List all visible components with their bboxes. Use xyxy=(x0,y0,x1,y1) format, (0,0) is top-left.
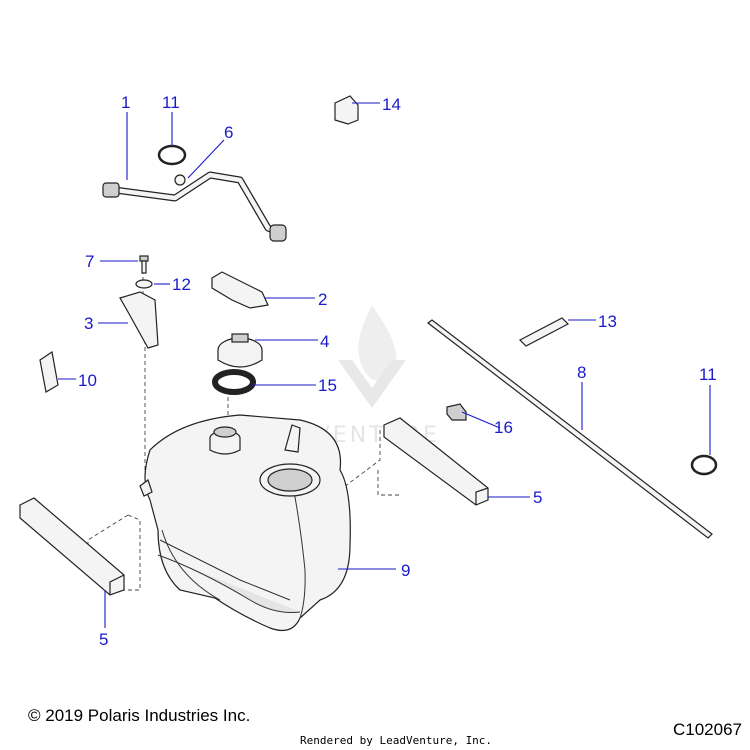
callout-9: 9 xyxy=(401,561,410,580)
rendered-by-text: Rendered by LeadVenture, Inc. xyxy=(300,734,493,747)
copyright-text: © 2019 Polaris Industries Inc. xyxy=(28,706,251,725)
part-fuel-cap-4 xyxy=(217,333,263,368)
callout-4: 4 xyxy=(320,332,329,351)
part-foam-5-left xyxy=(19,497,125,596)
callout-3: 3 xyxy=(84,314,93,333)
part-seal-ring-15 xyxy=(212,369,256,395)
callout-7: 7 xyxy=(85,252,94,271)
callout-10: 10 xyxy=(78,371,97,390)
diagram-id: C102067 xyxy=(672,720,742,739)
callout-16: 16 xyxy=(494,418,513,437)
callout-14: 14 xyxy=(382,95,401,114)
part-pad-13 xyxy=(518,317,570,347)
part-rod-8 xyxy=(427,319,713,539)
part-bolt-7 xyxy=(139,255,149,274)
part-pad-10 xyxy=(39,350,59,393)
v-logo-icon xyxy=(338,360,406,408)
part-clip-16 xyxy=(446,403,467,421)
callouts: 1 11 6 14 7 12 2 3 4 13 10 15 8 11 16 5 … xyxy=(78,93,717,649)
part-fuel-line xyxy=(102,171,287,242)
part-foam-5-right xyxy=(383,417,489,506)
callout-2: 2 xyxy=(318,290,327,309)
part-washer-12 xyxy=(135,279,153,289)
callout-5: 5 xyxy=(533,488,542,507)
callout-11: 11 xyxy=(162,93,180,112)
callout-1: 1 xyxy=(121,93,130,112)
callout-11: 11 xyxy=(699,365,717,384)
callout-15: 15 xyxy=(318,376,337,395)
part-clamp-11b xyxy=(690,454,718,476)
leader-lines xyxy=(58,102,711,628)
part-clamp-11a xyxy=(157,144,187,166)
callout-13: 13 xyxy=(598,312,617,331)
part-bracket-2 xyxy=(211,271,269,309)
flame-logo-icon xyxy=(358,305,397,381)
part-cap-14 xyxy=(334,95,359,125)
callout-6: 6 xyxy=(224,123,233,142)
part-bracket-3 xyxy=(119,291,159,349)
callout-8: 8 xyxy=(577,363,586,382)
part-grommet-6 xyxy=(174,174,186,186)
callout-5: 5 xyxy=(99,630,108,649)
part-fuel-tank-9 xyxy=(139,414,351,631)
callout-12: 12 xyxy=(172,275,191,294)
